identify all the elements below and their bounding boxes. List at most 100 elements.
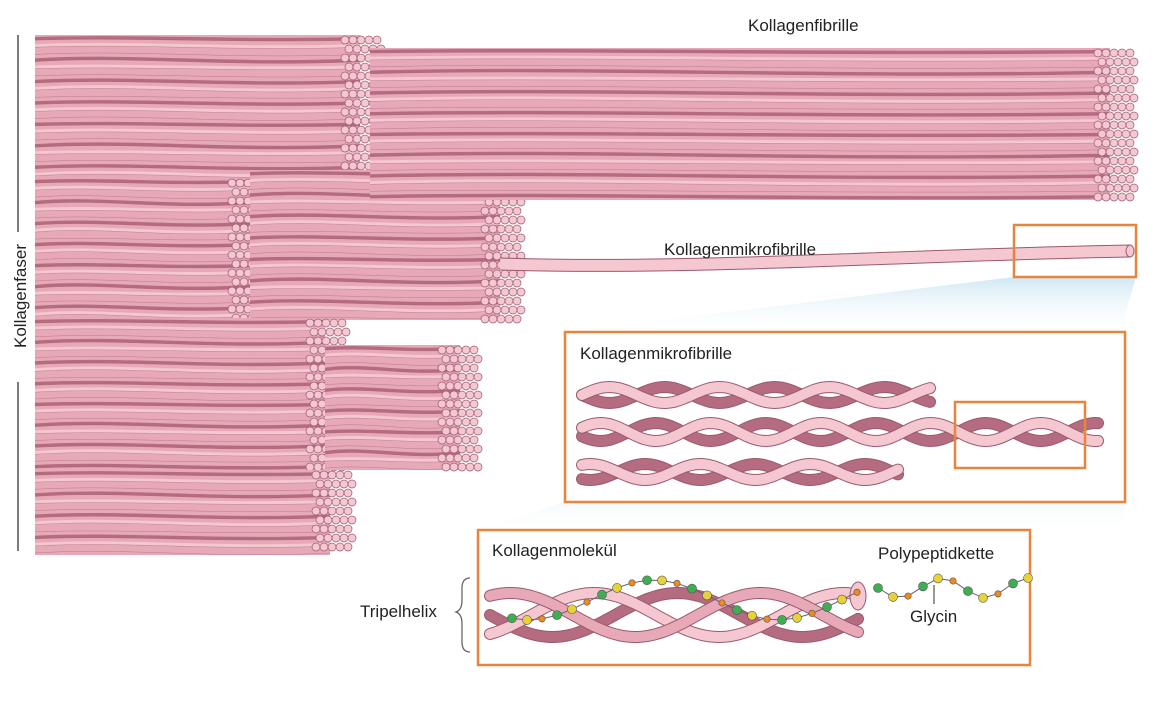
faser-mid-left-bundle-end-fibre [231,295,241,305]
tripelhelix-label: Tripelhelix [360,602,437,621]
faser-bottom-bundle-end-fibre [343,542,353,552]
faser-lower-bundle-strand [34,449,326,457]
faser-bottom-bundle-strand [34,499,331,505]
faser-bottom-bundle-end-fibre [327,488,337,498]
faser-lower-bundle-end-fibre [313,444,323,454]
faser-lower-right-bundle-end-fibre [461,417,471,427]
fibrille-end-fibre [1101,192,1111,202]
faser-lower-right-bundle-end-fibre [437,363,447,373]
fibrille-strand-edge [369,148,1111,152]
faser-lower-bundle-end-fibre [313,336,323,346]
faser-mid-left-bundle-end-fibre [227,286,237,296]
faser-mid-right-bundle-strand [249,305,501,313]
faser-mid-right-bundle-strand [249,277,501,285]
faser-lower-right-bundle-strand-edge [324,432,461,435]
faser-bottom-bundle-end-fibre [319,542,329,552]
faser-mid-right-bundle-strand-edge [249,251,501,256]
fibrille-strand [369,117,1111,124]
faser-lower-bundle-end-fibre [309,327,319,337]
fibrille-end-fibre [1117,138,1127,148]
faser-top-bundle-strand [34,100,361,106]
faser-bottom-bundle-end-fibre [311,542,321,552]
faser-top-bundle-end-fibre [352,80,362,90]
faser-mid-right-bundle-strand-edge [249,231,501,234]
fibrille-end-fibre [1117,66,1127,76]
faser-lower-bundle-end-fibre [341,327,351,337]
fibrille-end-fibre [1109,138,1119,148]
fibrille-strand-edge [369,79,1111,82]
faser-lower-bundle-strand-edge [34,377,326,380]
faser-mid-left-bundle-end-fibre [235,196,245,206]
faser-top-bundle-end-fibre [348,161,358,171]
fibrille-end-fibre [1121,111,1131,121]
faser-mid-right-bundle-end-fibre [512,296,522,306]
faser-mid-left-bundle-end-fibre [239,223,249,233]
faser-bottom-bundle-end-fibre [323,515,333,525]
faser-mid-right-bundle-strand-edge [249,280,501,285]
faser-bottom-bundle-end-fibre [315,497,325,507]
fibrille-strand-edge [369,134,1111,138]
kollagenfaser-bundle [34,35,526,556]
faser-mid-left-bundle-strand-edge [34,279,251,283]
tripelhelix-brace [453,577,471,653]
fibrille-end-fibre [1113,75,1123,85]
faser-mid-right-bundle-end-fibre [516,215,526,225]
faser-bottom-bundle-end-fibre [319,470,329,480]
mikrofibrille-end [1125,244,1135,258]
aminosaeure-bead [507,613,517,624]
faser-lower-right-bundle-end-fibre [441,408,451,418]
faser-lower-right-bundle-end-fibre [465,354,475,364]
faser-mid-left-bundle-end-fibre [239,187,249,197]
faser-top-bundle-end-fibre [356,35,366,45]
fibrille-end-fibre [1109,66,1119,76]
faser-top-bundle-strand-edge [34,52,361,57]
polypeptidkette-bead [994,590,1002,598]
faser-bottom-bundle-end-fibre [315,533,325,543]
polypeptidkette-bead [949,577,957,585]
faser-bottom-bundle-strand [34,491,331,499]
aminosaeure-bead [732,605,742,615]
aminosaeure-bead [718,599,726,607]
faser-bottom-bundle-end-fibre [347,497,357,507]
faser-top-bundle-end-fibre [356,107,366,117]
faser-top-bundle-end-fibre [340,35,350,45]
fibrille-end-fibre [1093,120,1103,130]
faser-mid-left-bundle-strand-edge [34,237,251,241]
aminosaeure-bead [792,613,802,623]
faser-mid-right-bundle-end-fibre [508,233,518,243]
faser-lower-bundle-strand-edge [34,321,326,325]
faser-lower-right-bundle-end-fibre [441,354,451,364]
faser-lower-bundle-end-fibre [309,381,319,391]
fibrille-end-fibre [1101,48,1111,58]
faser-top-bundle-strand [34,113,361,121]
faser-bottom-bundle-strand-edge [34,530,331,533]
faser-lower-right-bundle-strand [324,387,461,394]
faser-mid-left-bundle-strand [34,269,251,276]
faser-mid-left-bundle-end-fibre [227,250,237,260]
fibrille-end-fibre [1109,192,1119,202]
faser-top-bundle-strand [34,106,361,114]
faser-top-bundle-end-fibre [344,116,354,126]
faser-lower-right-bundle-end-fibre [461,381,471,391]
faser-lower-right-bundle-end-fibre [441,444,451,454]
polypeptidkette-bead [978,593,988,603]
faser-mid-left-bundle-strand [34,248,251,255]
faser-lower-bundle-end-fibre [317,417,327,427]
faser-top-bundle-strand [34,56,361,64]
fibrille-end-fibre [1105,93,1115,103]
fibrille-end-fibre [1109,48,1119,58]
aminosaeure-bead [538,615,546,623]
faser-mid-left-bundle-strand-edge [34,209,251,213]
faser-top-bundle-end-fibre [344,152,354,162]
faser-lower-right-bundle-end-fibre [461,435,471,445]
faser-lower-bundle [34,318,351,472]
fibrille-end-fibre [1097,183,1107,193]
faser-top-bundle-strand-edge [34,81,361,85]
faser-bottom-bundle-end-fibre [339,533,349,543]
faser-top-bundle-end-fibre [360,152,370,162]
faser-bottom-bundle-end-fibre [327,542,337,552]
faser-lower-right-bundle-end-fibre [441,372,451,382]
fibrille-strand [369,187,1111,193]
fibrille-end-fibre [1093,192,1103,202]
